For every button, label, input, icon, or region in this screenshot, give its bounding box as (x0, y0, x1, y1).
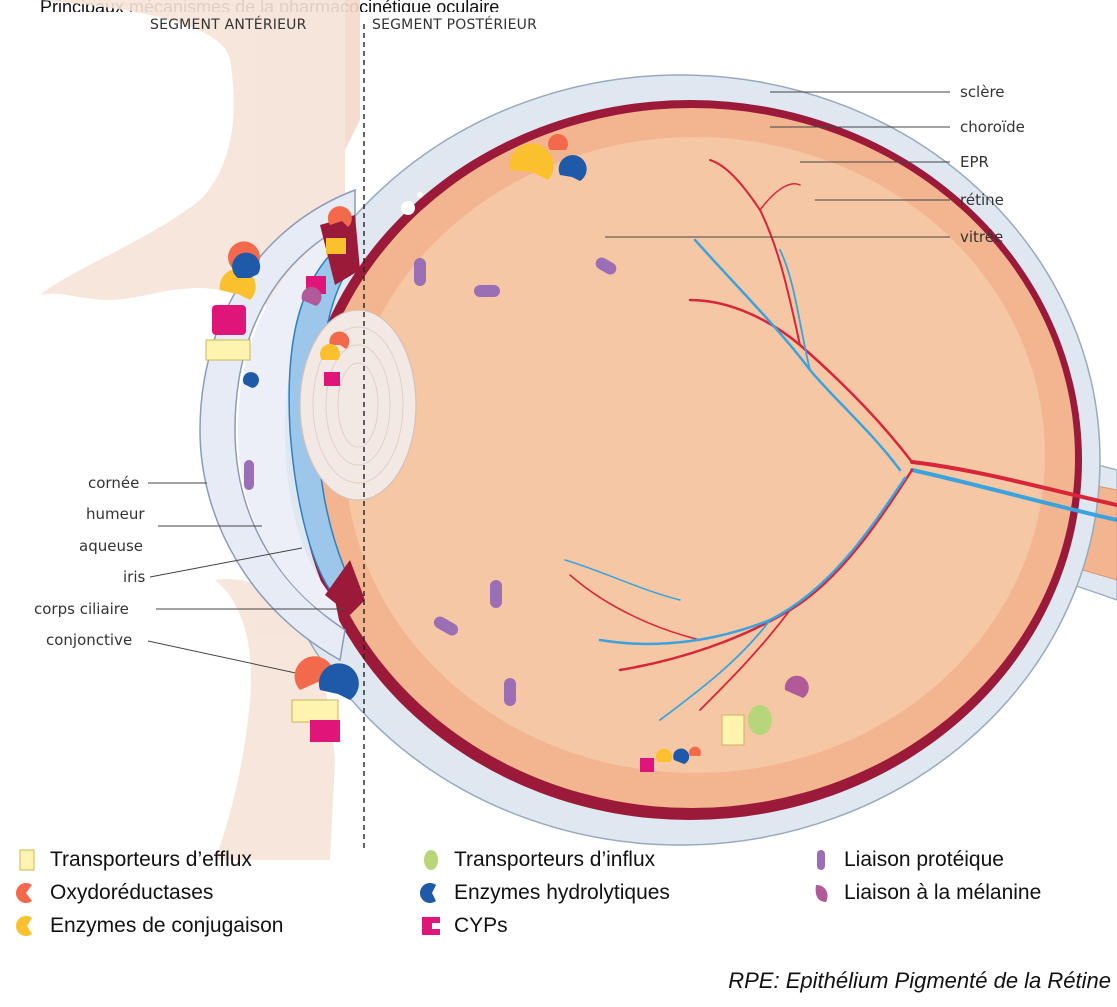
label-conjunctiva: conjonctive (46, 631, 132, 649)
legend-label-protein: Liaison protéique (844, 848, 1004, 872)
melanin-binding-icon (808, 880, 834, 906)
label-sclera: sclère (960, 83, 1005, 101)
cyp-icon (418, 913, 444, 939)
influx-transporter-icon (418, 847, 444, 873)
legend-label-melanin: Liaison à la mélanine (844, 881, 1041, 905)
conjugation-enzyme-icon (14, 913, 40, 939)
label-iris: iris (123, 568, 146, 586)
lens-highlight (401, 201, 415, 215)
caption: RPE: Epithélium Pigmenté de la Rétine (728, 968, 1111, 994)
protein-binding-icon (808, 847, 834, 873)
legend-melanin: Liaison à la mélanine (808, 880, 1041, 906)
legend-influx: Transporteurs d’influx (418, 847, 655, 873)
legend-label-efflux: Transporteurs d’efflux (50, 848, 252, 872)
legend-cyp: CYPs (418, 913, 508, 939)
label-aqueous-2: aqueuse (79, 537, 143, 555)
legend-label-hydro: Enzymes hydrolytiques (454, 881, 670, 905)
hydrolytic-enzyme-icon (418, 880, 444, 906)
label-ciliary-body: corps ciliaire (34, 600, 129, 618)
efflux-transporter-icon (14, 847, 40, 873)
legend-hydro: Enzymes hydrolytiques (418, 880, 670, 906)
segment-anterior-label: SEGMENT ANTÉRIEUR (150, 16, 307, 33)
legend-label-conj: Enzymes de conjugaison (50, 914, 283, 938)
legend-conj: Enzymes de conjugaison (14, 913, 283, 939)
label-aqueous-1: humeur (86, 505, 145, 523)
legend-oxido: Oxydoréductases (14, 880, 213, 906)
legend-efflux: Transporteurs d’efflux (14, 847, 252, 873)
label-cornea: cornée (88, 474, 139, 492)
segment-posterior-label: SEGMENT POSTÉRIEUR (372, 16, 537, 33)
label-rpe: EPR (960, 153, 989, 171)
oxidoreductase-icon (14, 880, 40, 906)
label-retina: rétine (960, 191, 1004, 209)
legend-label-cyp: CYPs (454, 914, 508, 938)
legend-protein: Liaison protéique (808, 847, 1004, 873)
lens (300, 310, 416, 500)
label-vitreous: vitrée (960, 228, 1003, 246)
legend-label-influx: Transporteurs d’influx (454, 848, 655, 872)
legend-label-oxido: Oxydoréductases (50, 881, 213, 905)
label-choroid: choroïde (960, 118, 1025, 136)
vitreous-body (345, 137, 1045, 773)
